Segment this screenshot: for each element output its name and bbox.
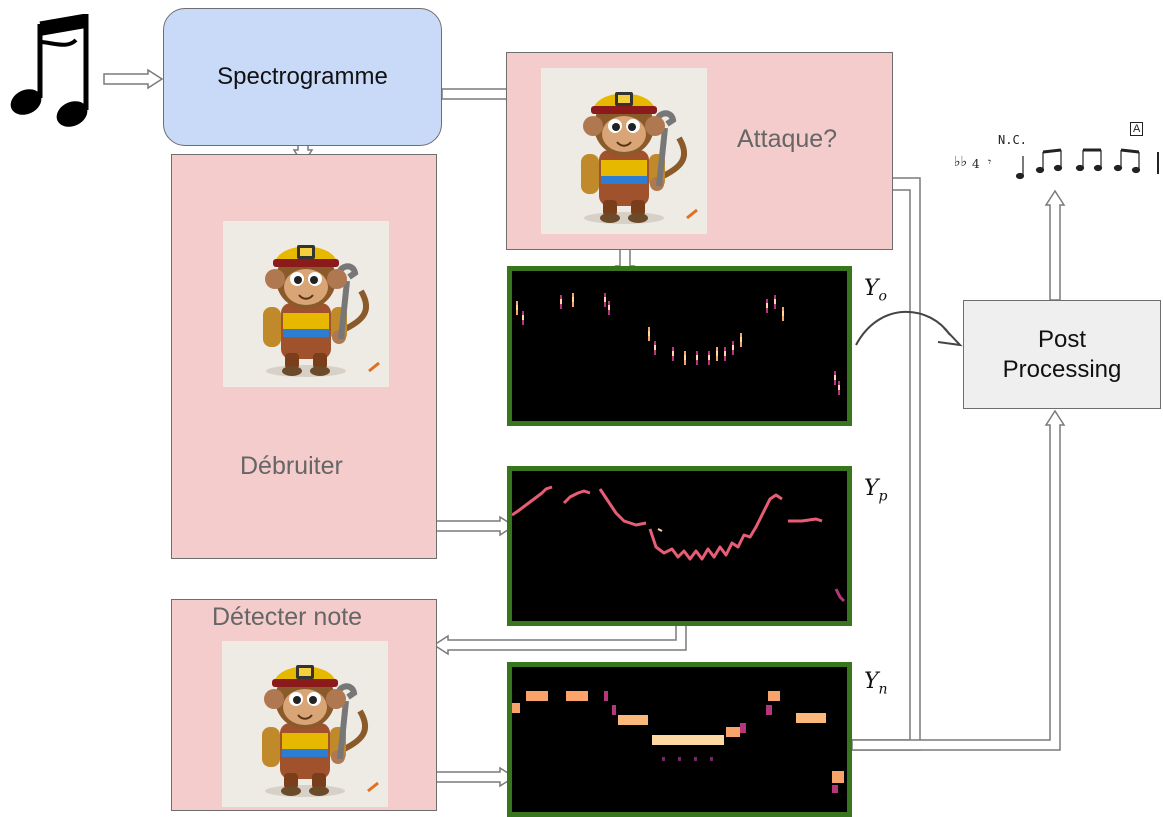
note-bar	[566, 691, 588, 701]
onset-tick-core	[716, 351, 718, 356]
monkey-mechanic-icon	[222, 641, 388, 807]
onset-tick-core	[724, 351, 726, 356]
pitch-heatmap	[507, 466, 852, 626]
onset-tick-core	[516, 305, 518, 310]
onset-tick-core	[834, 375, 836, 380]
onset-tick-core	[572, 297, 574, 302]
arrow-note-map-to-onset	[851, 172, 921, 751]
note-bar	[740, 723, 746, 733]
arrow-note-to-spectrogram	[103, 68, 164, 90]
note-heatmap-plot	[512, 691, 844, 793]
arrow-note-detector-to-note-map	[435, 766, 516, 788]
onset-tick-core	[654, 345, 656, 350]
score-snippet: N.C. A ♭♭ 4 𝄾	[940, 118, 1163, 198]
post-processing-box: Post Processing	[963, 300, 1161, 409]
rehearsal-mark: A	[1130, 122, 1144, 136]
onset-heatmap	[507, 266, 852, 426]
onset-tick-core	[560, 299, 562, 304]
arrow-post-to-score	[1044, 189, 1066, 301]
music-note-icon	[10, 14, 89, 127]
spectrogram-box: Spectrogramme	[163, 8, 442, 146]
note-bar	[768, 691, 780, 701]
note-bar	[832, 785, 838, 793]
onset-tick-core	[782, 311, 784, 316]
pitch-highlight	[657, 528, 663, 532]
onset-tick-core	[608, 305, 610, 310]
note-heatmap	[507, 662, 852, 817]
pitch-contour-d	[648, 493, 783, 561]
svg-text:𝄾: 𝄾	[988, 155, 991, 169]
onset-tick-core	[766, 303, 768, 308]
onset-tick-core	[838, 385, 840, 390]
note-dot	[694, 757, 697, 761]
onset-tick-core	[672, 351, 674, 356]
note-bar	[796, 713, 826, 723]
note-dot	[662, 757, 665, 761]
pitch-contour-c	[598, 488, 647, 527]
onset-tick-core	[604, 297, 606, 302]
note-detector-label: Détecter note	[212, 603, 363, 631]
onset-tick-core	[684, 355, 686, 360]
pitch-contour-b	[562, 489, 591, 505]
onset-tick-core	[696, 355, 698, 360]
svg-text:4: 4	[972, 157, 980, 171]
denoise-label: Débruiter	[240, 452, 343, 480]
monkey-mechanic-icon	[541, 68, 707, 234]
onset-output-label: Yo	[864, 276, 887, 305]
note-bar	[612, 705, 616, 715]
pitch-contour-f	[834, 588, 846, 603]
arrow-denoise-to-pitch-map	[435, 515, 516, 537]
spectrogram-label: Spectrogramme	[217, 63, 388, 90]
chord-symbol: N.C.	[998, 133, 1027, 147]
onset-tick-core	[708, 355, 710, 360]
note-bar	[832, 771, 844, 783]
note-bar	[604, 691, 608, 701]
onset-heatmap-plot	[516, 293, 840, 395]
onset-tick-core	[740, 337, 742, 342]
note-output-label: Yn	[864, 669, 888, 698]
score-staff-icon: ♭♭ 4 𝄾	[954, 148, 1159, 180]
note-dot	[678, 757, 681, 761]
note-bar	[652, 735, 724, 745]
onset-tick-core	[648, 331, 650, 336]
arrow-note-map-to-post	[851, 409, 1066, 751]
pitch-output-label: Yp	[864, 476, 888, 505]
onset-label: Attaque?	[737, 125, 838, 153]
arrow-onset-map-to-post	[855, 310, 951, 346]
note-bar	[526, 691, 548, 701]
onset-tick-core	[774, 299, 776, 304]
monkey-mechanic-icon	[223, 221, 389, 387]
onset-tick-core	[522, 315, 524, 320]
post-processing-label: Post Processing	[1002, 325, 1122, 383]
pitch-heatmap-plot	[512, 485, 846, 603]
svg-text:♭♭: ♭♭	[954, 154, 967, 170]
onset-tick-core	[732, 345, 734, 350]
note-bar	[512, 703, 520, 713]
note-bar	[618, 715, 648, 725]
arrow-pitch-to-note-detector	[432, 620, 687, 656]
note-bar	[766, 705, 772, 715]
pitch-contour-a	[512, 485, 553, 517]
note-dot	[710, 757, 713, 761]
note-bar	[726, 727, 740, 737]
pitch-contour-e	[788, 517, 823, 523]
